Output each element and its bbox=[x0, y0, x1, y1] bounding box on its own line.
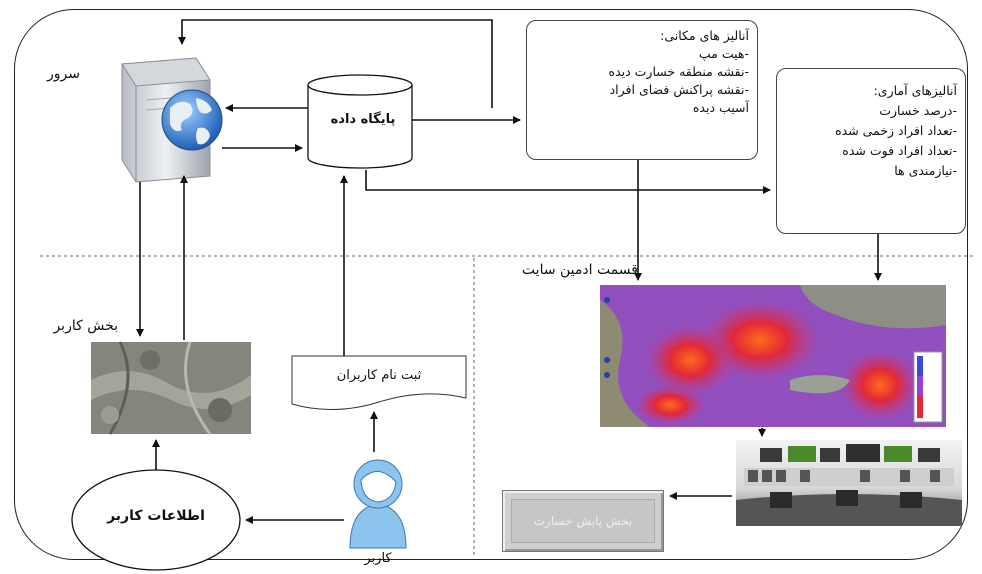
statistical-analysis-item: -تعداد افراد زخمی شده bbox=[835, 123, 957, 138]
user-registration-label: ثبت نام کاربران bbox=[336, 368, 422, 383]
spatial-analysis-title: آنالیز های مکانی: bbox=[660, 28, 749, 43]
spatial-analysis-item: -نقشه پراکنش فضای افراد bbox=[609, 82, 749, 97]
statistical-analysis-item: -درصد خسارت bbox=[879, 103, 957, 118]
statistical-analysis-box: آنالیزهای آماری: -درصد خسارت -تعداد افرا… bbox=[776, 68, 966, 234]
spatial-analysis-box: آنالیز های مکانی: -هیت مپ -نقشه منطقه خس… bbox=[526, 20, 758, 160]
system-frame bbox=[14, 9, 968, 560]
database-cylinder bbox=[307, 74, 413, 169]
spatial-analysis-item: آسیب دیده bbox=[692, 100, 749, 115]
registration-document bbox=[291, 355, 467, 410]
control-room-image bbox=[736, 440, 962, 526]
statistical-analysis-item: -نیازمندی ها bbox=[894, 163, 957, 178]
user-info-label: اطلاعات کاربر bbox=[107, 508, 205, 524]
user-icon bbox=[349, 459, 407, 549]
statistical-analysis-item: -تعداد افراد فوت شده bbox=[842, 143, 957, 158]
globe-icon bbox=[161, 89, 223, 151]
spatial-analysis-item: -نقشه منطقه خسارت دیده bbox=[608, 64, 749, 79]
arrow-analysis-to-server bbox=[178, 19, 493, 108]
heatmap-image bbox=[600, 285, 946, 427]
database-label: پایگاه داده bbox=[330, 112, 396, 127]
aerial-image bbox=[91, 341, 251, 435]
spatial-analysis-item: -هیت مپ bbox=[698, 46, 749, 61]
user-label: کاربر bbox=[364, 551, 392, 566]
damage-monitoring-button[interactable]: بخش پایش خسارت bbox=[502, 490, 664, 552]
server-label: سرور bbox=[47, 66, 80, 82]
arrow-db-to-statistical bbox=[365, 170, 771, 194]
statistical-analysis-title: آنالیزهای آماری: bbox=[873, 83, 957, 98]
user-section-label: بخش کاربر bbox=[53, 318, 118, 334]
admin-section-label: قسمت ادمین سایت bbox=[521, 262, 638, 278]
damage-monitoring-label: بخش پایش خسارت bbox=[511, 499, 655, 543]
